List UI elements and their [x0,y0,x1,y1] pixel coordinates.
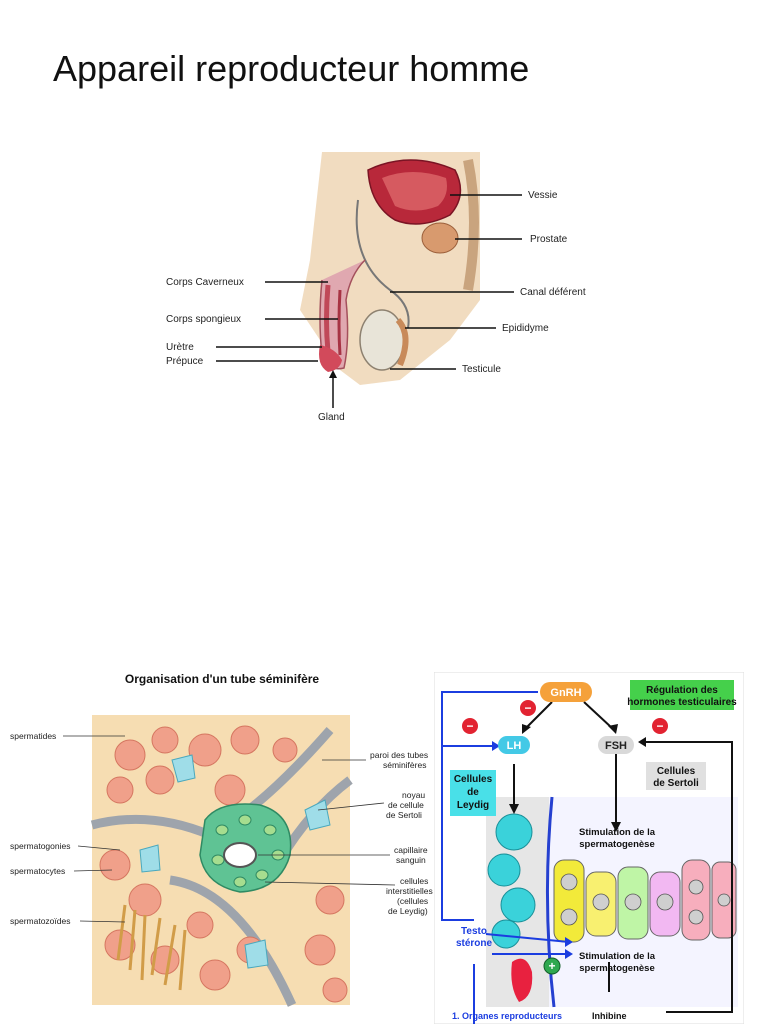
bladder-inner [382,172,447,211]
plus-badge [543,957,561,975]
label-prepuce: Prépuce [166,356,204,367]
label-paroi-2: séminifères [383,760,426,770]
inhibin-arrowhead [638,737,646,747]
label-cellules-1: cellules [400,876,428,886]
red-cell [511,958,533,1002]
regulation-title-1: Régulation des [646,685,718,696]
leydig-nuclei [211,814,285,888]
label-spermatogonies: spermatogonies [10,841,70,851]
stimulation-2-line-2: spermatogenèse [579,963,655,974]
lh-label: LH [507,740,522,752]
label-spermatozoides: spermatozoïdes [10,916,70,926]
stimulation-1-line-2: spermatogenèse [579,839,655,850]
plus-label: + [548,959,555,973]
label-corps-caverneux: Corps Caverneux [166,277,244,288]
label-gland: Gland [318,412,345,423]
testicle-shape [359,309,405,371]
male-anatomy-figure: Vessie Prostate Canal déférent Epididyme… [166,152,586,423]
regulation-title-badge [630,680,734,710]
inhibin-feedback-line [644,741,733,1013]
gnrh-node [540,682,592,702]
stimulation-1-line-1: Stimulation de la [579,827,656,838]
penis-shape [319,259,366,370]
sertoli-label-2: de Sertoli [653,778,699,789]
label-capillaire-1: capillaire [394,845,428,855]
label-cellules-2: interstitielles [386,886,433,896]
leydig-label-2: de [467,787,479,798]
spermatozoa [116,904,187,991]
label-uretre: Urètre [166,342,194,353]
sertoli-label-1: Cellules [657,766,696,777]
label-spermatides: spermatides [10,731,56,741]
feedback-arrowheads [492,741,573,959]
gnrh-label: GnRH [550,687,581,699]
seminiferous-tube-figure: Organisation d'un tube séminifère sperma… [10,672,433,1007]
capillary-shape [223,842,257,868]
vas-deferens-line [355,199,410,329]
glans-shape [319,345,342,372]
stimulation-2-line-1: Stimulation de la [579,951,656,962]
label-spermatocytes: spermatocytes [10,866,65,876]
label-cellules-3: (cellules [397,896,428,906]
lh-node [498,736,530,754]
label-prostate: Prostate [530,234,568,245]
rectum-shape [463,159,479,291]
basement-membrane [545,796,556,1008]
page-title: Appareil reproducteur homme [53,48,530,89]
organes-label: 1. Organes reproducteurs [452,1011,562,1021]
label-paroi-1: paroi des tubes [370,750,428,760]
germ-cells [99,725,348,1003]
label-epididyme: Epididyme [502,323,549,334]
label-capillaire-2: sanguin [396,855,426,865]
tube-figure-title: Organisation d'un tube séminifère [125,672,320,686]
leydig-label-box [450,770,496,816]
leydig-label-1: Cellules [454,774,493,785]
testosterone-line-2: stérone [456,938,493,949]
label-vessie: Vessie [528,190,558,201]
prostate-shape [421,222,459,254]
fsh-label: FSH [605,740,627,752]
fsh-node [598,736,634,754]
tube-wall [169,875,297,1007]
label-noyau-2: de cellule [388,800,424,810]
regulation-title-2: hormones testiculaires [627,697,737,708]
sertoli-cells [139,754,331,969]
sertoli-label-box [646,762,706,790]
label-canal-deferent: Canal déférent [520,287,586,298]
label-noyau-1: noyau [402,790,425,800]
minus-badges: − − − [462,700,668,734]
label-noyau-3: de Sertoli [386,810,422,820]
minus-label: − [524,701,531,715]
corpus-spongiosum [337,289,342,356]
inhibine-label: Inhibine [592,1011,627,1021]
arrows-black [513,701,617,992]
minus-label: − [466,719,473,733]
anatomy-labels: Vessie Prostate Canal déférent Epididyme… [166,190,586,423]
testosterone-line-1: Testo [461,926,487,937]
germ-cell-column [553,859,737,943]
minus-label: − [656,719,663,733]
hormone-regulation-figure: GnRH LH FSH − − − + Régulation des hormo… [434,672,744,1024]
label-testicule: Testicule [462,364,501,375]
leydig-label-3: Leydig [457,800,489,811]
feedback-lines [441,691,570,1024]
label-corps-spongieux: Corps spongieux [166,314,241,325]
label-cellules-4: de Leydig) [388,906,428,916]
arrowheads-black [509,724,621,832]
cell-nuclei [560,873,731,926]
epididymis-shape [395,317,409,367]
